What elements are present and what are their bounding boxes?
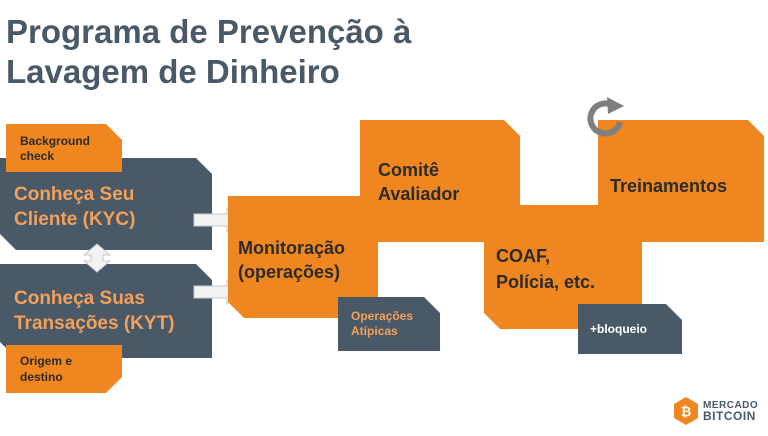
monitoring-tag: Operações Atípicas [338, 297, 440, 351]
kyt-tag-line-1: Origem e [20, 354, 73, 368]
mercado-bitcoin-logo: ₿ MERCADO BITCOIN [673, 396, 758, 426]
training-box: Treinamentos [598, 120, 764, 242]
bitcoin-hexagon-icon: ₿ [674, 397, 698, 425]
kyt-tag-line-2: destino [20, 370, 63, 384]
logo-wordmark: MERCADO BITCOIN [703, 400, 758, 422]
training-label: Treinamentos [610, 176, 728, 196]
monitoring-line-1: Monitoração [238, 238, 346, 258]
coaf-line-2: Polícia, etc. [496, 272, 596, 292]
monitoring-box: Monitoração (operações) [228, 196, 378, 318]
kyc-tag-line-1: Background [20, 134, 91, 148]
kyt-label-line-2: Transações (KYT) [14, 313, 175, 334]
kyc-box: Conheça Seu Cliente (KYC) [0, 158, 212, 250]
kyc-label-line-2: Cliente (KYC) [14, 209, 136, 230]
coaf-line-1: COAF, [496, 246, 550, 266]
page-title: Programa de Prevenção à Lavagem de Dinhe… [6, 12, 411, 92]
svg-text:₿: ₿ [681, 404, 692, 419]
monitoring-tag-line-1: Operações [351, 309, 414, 323]
kyc-label-line-1: Conheça Seu [14, 184, 135, 205]
kyc-tag: Background check [6, 124, 122, 172]
kyt-box: Conheça Suas Transações (KYT) [0, 264, 212, 358]
monitoring-tag-line-2: Atípicas [351, 324, 398, 338]
logo-line-1: MERCADO [703, 400, 759, 411]
coaf-tag: +bloqueio [578, 304, 682, 354]
title-line-1: Programa de Prevenção à [6, 13, 412, 50]
kyt-label-line-1: Conheça Suas [14, 288, 145, 309]
refresh-icon [587, 97, 624, 137]
logo-line-2: BITCOIN [703, 409, 756, 423]
kyt-tag: Origem e destino [6, 345, 122, 393]
committee-line-1: Comitê [378, 160, 440, 180]
kyc-tag-line-2: check [20, 149, 55, 163]
monitoring-line-2: (operações) [238, 262, 341, 282]
bidirectional-arrow-icon [82, 243, 112, 273]
coaf-tag-text: +bloqueio [590, 322, 647, 336]
title-line-2: Lavagem de Dinheiro [6, 53, 340, 90]
committee-line-2: Avaliador [378, 184, 460, 204]
